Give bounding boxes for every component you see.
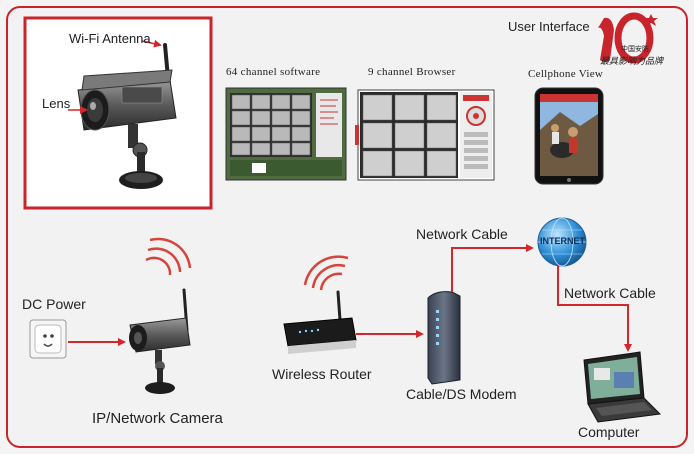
browser-9-thumbnail: [355, 89, 495, 181]
laptop-image: [583, 351, 662, 423]
wireless-router-label: Wireless Router: [272, 366, 372, 382]
network-cable-right-label: Network Cable: [564, 285, 656, 301]
lens-label: Lens: [42, 96, 71, 111]
power-outlet-icon: [29, 319, 67, 359]
wireless-router-image: [283, 290, 357, 354]
modem-to-internet-arrow: [451, 244, 534, 292]
router-wifi-waves-icon: [303, 255, 349, 291]
cellphone-thumbnail: [534, 87, 604, 185]
globe-icon: [537, 217, 587, 267]
browser-9-label: 9 channel Browser: [368, 66, 456, 78]
computer-label: Computer: [578, 424, 640, 440]
dc-power-label: DC Power: [22, 296, 86, 312]
ip-camera-image: [129, 288, 191, 394]
cellphone-view-label: Cellphone View: [528, 68, 604, 80]
main-camera-image: [77, 43, 177, 189]
internet-label: INTERNET: [540, 236, 585, 246]
logo-number: 10: [601, 6, 651, 64]
logo-script-text: 最具影响力品牌: [600, 57, 664, 67]
software-64-thumbnail: [225, 87, 347, 181]
software-64-label: 64 channel software: [226, 66, 321, 78]
logo-small-text: 中国安防: [621, 45, 649, 53]
cable-modem-label: Cable/DS Modem: [406, 386, 517, 402]
cable-modem-image: [427, 291, 461, 385]
user-interface-label: User Interface: [508, 19, 590, 34]
brand-logo: [598, 12, 658, 64]
ip-camera-label: IP/Network Camera: [92, 410, 223, 427]
camera-wifi-waves-icon: [145, 237, 192, 276]
internet-to-computer-arrow: [557, 266, 632, 352]
antenna-pointer-arrow: [141, 39, 162, 48]
wifi-antenna-label: Wi-Fi Antenna: [69, 31, 151, 46]
network-cable-top-label: Network Cable: [416, 226, 508, 242]
